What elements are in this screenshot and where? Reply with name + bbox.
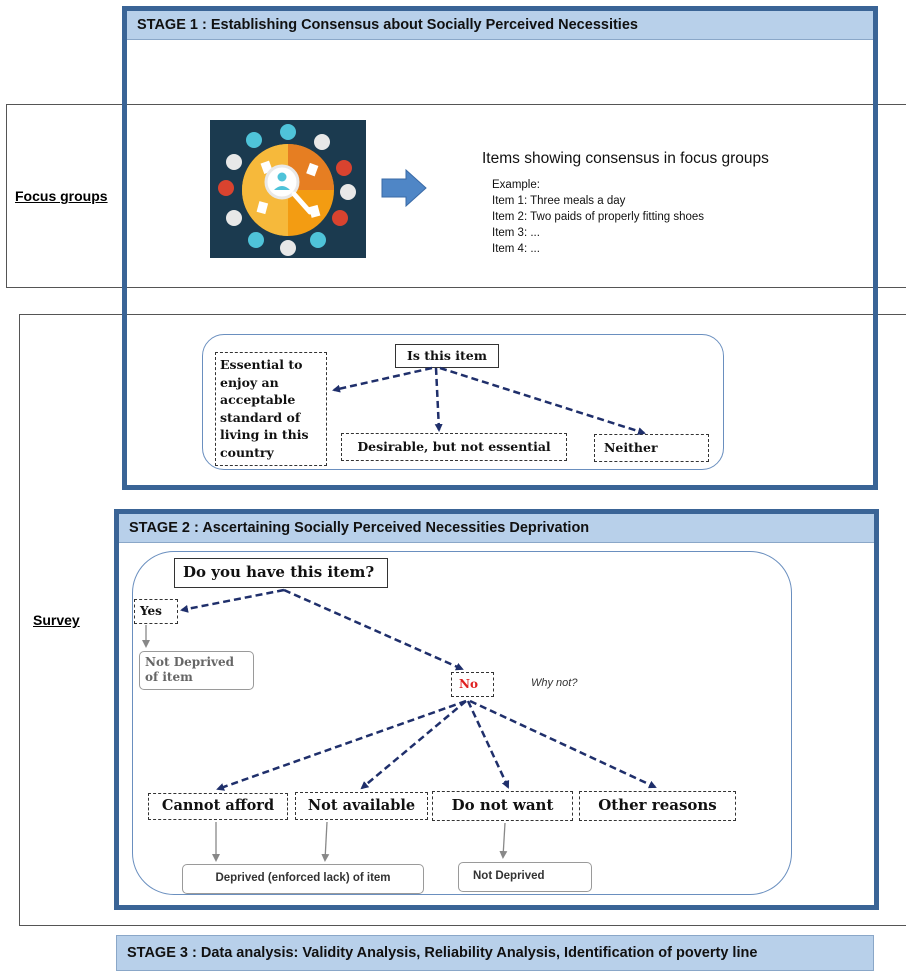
meeting-table-icon (218, 124, 356, 256)
stage2-title: STAGE 2 : Ascertaining Socially Perceive… (119, 514, 874, 543)
arrow-to-essential (332, 366, 433, 393)
survey-label: Survey (33, 612, 80, 628)
example-list: Example: Item 1: Three meals a day Item … (492, 177, 704, 257)
stage2-frame: STAGE 2 : Ascertaining Socially Perceive… (114, 509, 879, 910)
do-you-have-item-box: Do you have this item? (174, 558, 388, 588)
arrow-to-other-reasons (469, 699, 657, 789)
why-not-note: Why not? (531, 677, 578, 689)
deprived-box: Deprived (enforced lack) of item (182, 864, 424, 894)
consensus-heading: Items showing consensus in focus groups (482, 150, 769, 167)
is-this-item-box: Is this item (395, 344, 499, 368)
example-label: Example: (492, 179, 540, 191)
stage3-title: STAGE 3 : Data analysis: Validity Analys… (127, 945, 758, 961)
arrow-to-cannot-afford (216, 699, 467, 791)
stage1-frame: STAGE 1 : Establishing Consensus about S… (122, 6, 878, 490)
not-available-box: Not available (295, 792, 428, 820)
stage3-box: STAGE 3 : Data analysis: Validity Analys… (116, 935, 874, 971)
right-arrow-icon (381, 168, 427, 208)
list-item: Item 4: ... (492, 243, 540, 255)
not-deprived-box: Not Deprived (458, 862, 592, 892)
stage1-title: STAGE 1 : Establishing Consensus about S… (127, 11, 873, 40)
other-reasons-box: Other reasons (579, 791, 736, 821)
arrow-to-desirable (434, 367, 443, 432)
arrow-to-not-available (360, 700, 467, 790)
stage2-diagram (132, 551, 792, 895)
not-deprived-of-item-box: Not Deprived of item (139, 651, 254, 690)
list-item: Item 1: Three meals a day (492, 195, 626, 207)
list-item: Item 3: ... (492, 227, 540, 239)
arrow-to-no (283, 588, 464, 671)
people-icons (218, 124, 356, 256)
do-not-want-box: Do not want (432, 791, 573, 821)
focus-groups-section (6, 104, 906, 288)
focus-groups-label: Focus groups (15, 188, 108, 204)
yes-box: Yes (134, 599, 178, 624)
arrow-to-yes (180, 588, 285, 613)
no-box: No (451, 672, 494, 697)
cannot-afford-box: Cannot afford (148, 793, 288, 820)
desirable-box: Desirable, but not essential (341, 433, 567, 461)
list-item: Item 2: Two paids of properly fitting sh… (492, 211, 705, 223)
arrow-to-do-not-want (466, 700, 510, 789)
focus-group-illustration (210, 120, 366, 258)
arrow-to-neither (439, 366, 646, 435)
arrow-available-to-deprived (321, 821, 330, 862)
arrow-want-to-not-deprived (499, 822, 508, 859)
neither-box: Neither (594, 434, 709, 462)
essential-box: Essential to enjoy an acceptable standar… (215, 352, 327, 466)
survey-section (19, 314, 906, 926)
